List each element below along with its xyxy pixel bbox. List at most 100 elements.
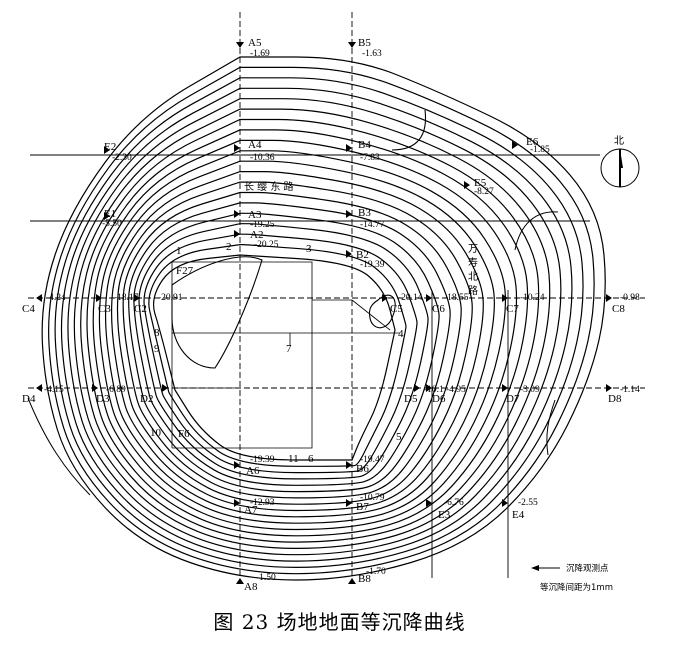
point-value: -1.50 xyxy=(256,573,276,583)
road-changying-east: 长 缨 东 路 xyxy=(244,180,294,193)
point-label: B3 xyxy=(358,207,371,219)
point-d3: D3-6.89 xyxy=(92,384,126,405)
point-a8: A8-1.50 xyxy=(236,573,276,593)
point-f27: F27 xyxy=(176,265,194,277)
compass-north-label: 北 xyxy=(614,135,624,147)
point-a5: A5-1.69 xyxy=(236,37,270,59)
point-label: D6 xyxy=(432,393,446,405)
point-value: -20.14 xyxy=(398,293,423,303)
point-label: F6 xyxy=(178,428,190,440)
point-label: C4 xyxy=(22,303,35,315)
point-value: -1.70 xyxy=(366,567,386,577)
point-label: C3 xyxy=(98,303,111,315)
point-label: A8 xyxy=(244,581,258,593)
observation-marker-icon xyxy=(96,294,102,302)
building-labels: 1 2 3 4 5 6 7 8 9 10 11 xyxy=(150,241,404,465)
point-label: C7 xyxy=(506,303,519,315)
observation-marker-icon xyxy=(426,499,432,507)
contour-line xyxy=(92,139,518,531)
point-d7: D7-3.09 xyxy=(502,384,540,405)
observation-marker-icon xyxy=(348,42,356,48)
contour-line xyxy=(86,129,529,537)
observation-marker-icon xyxy=(236,578,244,584)
observation-marker-icon xyxy=(502,384,508,392)
contour-line xyxy=(133,212,440,486)
point-label: D3 xyxy=(96,393,110,405)
point-d6: D6-4.95 xyxy=(426,384,466,405)
observation-marker-icon xyxy=(346,144,352,152)
point-label: E6 xyxy=(526,136,539,148)
point-label: B8 xyxy=(358,573,371,585)
point-b6: B6-19.47 xyxy=(346,455,385,475)
point-value: -10.1 xyxy=(424,385,444,395)
point-label: B7 xyxy=(356,501,369,513)
observation-marker-icon xyxy=(346,461,352,469)
point-label: B4 xyxy=(358,139,371,151)
building-label-10: 10 xyxy=(150,427,162,439)
observation-marker-icon xyxy=(234,461,240,469)
point-label: E5 xyxy=(474,177,487,189)
point-e4: E4-2.55 xyxy=(502,498,538,521)
observation-marker-icon xyxy=(502,294,508,302)
north-arrow: 北 xyxy=(600,135,640,188)
contour-line xyxy=(116,181,473,505)
point-label: C2 xyxy=(134,303,147,315)
building-label-3: 3 xyxy=(306,243,312,255)
contour-line xyxy=(54,77,584,569)
point-value: -12.93 xyxy=(250,498,275,508)
southwest-contour xyxy=(27,397,91,496)
point-value: -1.85 xyxy=(530,145,550,155)
observation-marker-icon xyxy=(512,141,518,149)
building-label-7: 7 xyxy=(286,343,292,355)
point-label: B6 xyxy=(356,463,369,475)
point-e5: E5-8.27 xyxy=(464,177,494,197)
road-char: 路 xyxy=(468,284,478,297)
contour-line xyxy=(98,150,506,524)
point-label: D4 xyxy=(22,393,36,405)
point-value: -8.27 xyxy=(474,187,494,197)
point-value: -18.55 xyxy=(444,293,469,303)
point-value: -3.09 xyxy=(520,385,540,395)
contour-line xyxy=(128,202,451,493)
road-wanshou-north: 万 寿 北 路 xyxy=(468,244,478,297)
point-value: -19.39 xyxy=(250,455,275,465)
point-label: D7 xyxy=(506,393,520,405)
building-outline xyxy=(171,261,400,449)
building-label-2: 2 xyxy=(226,241,232,253)
contour-line xyxy=(60,87,573,562)
point-d4: D4-4.15 xyxy=(22,384,64,405)
road-char: 万 xyxy=(468,244,478,255)
point-value: -10.79 xyxy=(360,493,385,503)
observation-marker-icon xyxy=(346,250,352,258)
legend-observation-point: 沉降观测点 xyxy=(566,563,609,574)
observation-marker-icon xyxy=(234,210,240,218)
point-d8: D8-1.14 xyxy=(606,384,640,405)
contour-line xyxy=(111,170,484,512)
observation-marker-icon xyxy=(502,499,508,507)
point-value: -2.30 xyxy=(112,153,132,163)
point-b3: B3-14.77 xyxy=(346,207,385,230)
point-c4: C4-4.24 xyxy=(22,293,66,315)
point-label: F27 xyxy=(176,265,194,277)
observation-marker-icon xyxy=(348,578,356,584)
point-label: C6 xyxy=(432,303,445,315)
point-label: C5 xyxy=(390,303,403,315)
contour-line xyxy=(41,56,606,581)
observation-marker-icon xyxy=(234,499,240,507)
point-c8: C8-0.98 xyxy=(606,293,640,315)
point-value: -18.17 xyxy=(114,293,139,303)
observation-marker-icon xyxy=(236,42,244,48)
deep-settlement-loop xyxy=(171,256,263,369)
legend-interval: 等沉降间距为1mm xyxy=(540,582,613,593)
point-label: A7 xyxy=(244,504,258,516)
point-label: E4 xyxy=(512,509,525,521)
observation-marker-icon xyxy=(606,294,612,302)
point-label: A4 xyxy=(248,139,262,151)
legend: 沉降观测点 等沉降间距为1mm xyxy=(531,563,613,593)
point-label: E1 xyxy=(104,208,116,220)
point-value: -19.47 xyxy=(360,455,385,465)
building-label-4: 4 xyxy=(398,328,404,340)
contour-line xyxy=(148,243,407,467)
point-value: -19.39 xyxy=(360,260,385,270)
observation-marker-icon xyxy=(104,146,110,154)
